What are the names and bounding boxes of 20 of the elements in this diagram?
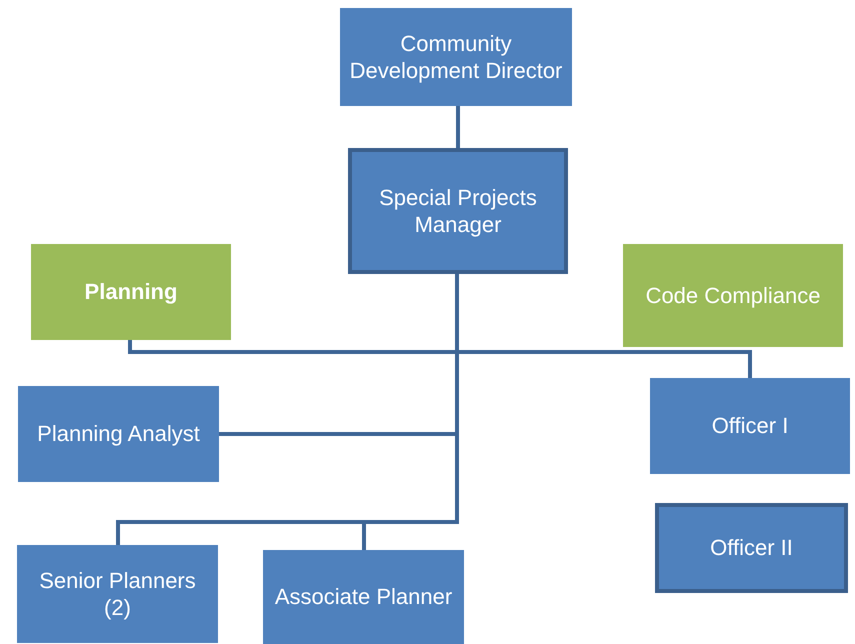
org-box [340, 8, 572, 106]
box-title: Officer I [712, 412, 788, 440]
connector-line [456, 106, 460, 148]
box-title: Senior Planners (2) [38, 566, 197, 622]
org-box [18, 386, 219, 482]
org-box [348, 148, 568, 274]
box-title: Associate Planner [274, 583, 452, 611]
org-box [263, 550, 464, 644]
org-box [655, 503, 848, 593]
connector-line [362, 274, 459, 550]
box-title: Community Development Director [348, 30, 564, 84]
box-title: Code Compliance [646, 282, 820, 310]
org-box [650, 378, 850, 474]
org-box [17, 545, 218, 643]
org-box [31, 244, 231, 340]
box-title: Planning Analyst [37, 420, 200, 448]
box-title: Planning [84, 278, 178, 306]
org-box [623, 244, 843, 347]
box-title: Officer II [710, 534, 793, 562]
box-title: Special Projects Manager [378, 184, 538, 238]
